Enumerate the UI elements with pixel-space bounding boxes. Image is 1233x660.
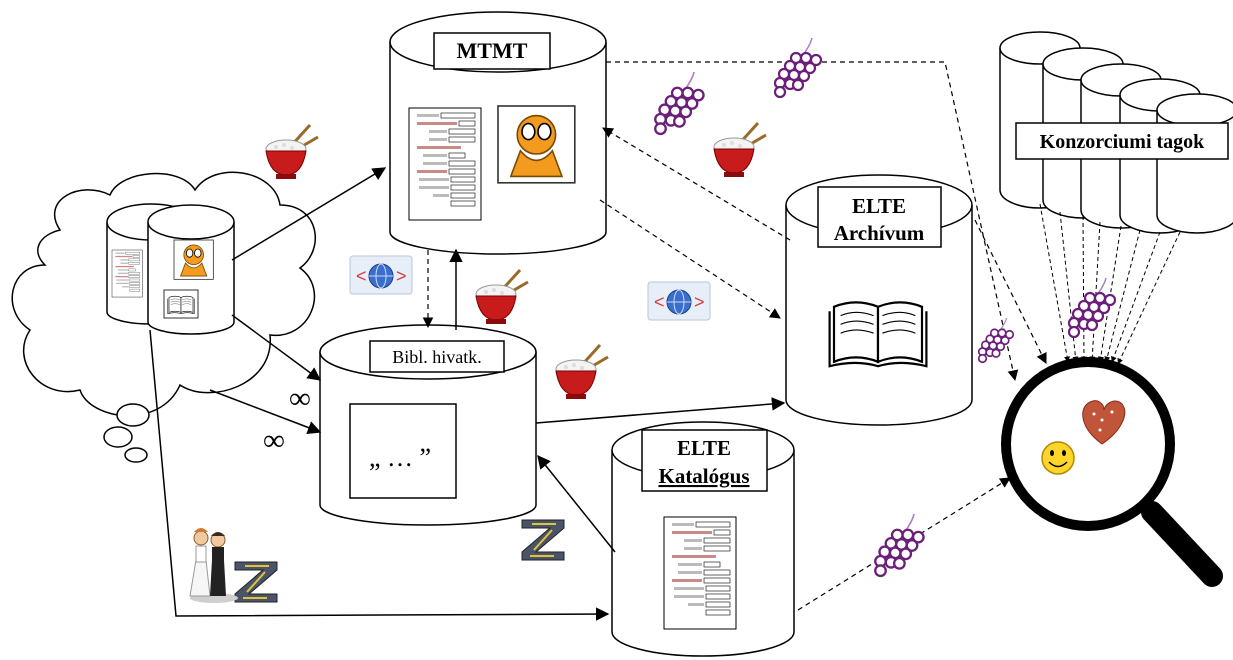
rice-bowl-icon bbox=[474, 268, 530, 326]
book-icon bbox=[163, 289, 199, 319]
rice-bowl-icon bbox=[264, 123, 320, 181]
smiley-icon bbox=[1041, 441, 1075, 475]
grapes-icon bbox=[977, 317, 1015, 364]
rice-bowl-icon bbox=[554, 343, 610, 401]
katalogus-label-line2: Katalógus bbox=[658, 464, 749, 488]
archivum-label-line1: ELTE bbox=[852, 194, 906, 218]
infinity-symbol: ∞ bbox=[263, 424, 284, 457]
globe-xml-icon bbox=[647, 281, 711, 321]
grapes-icon bbox=[773, 36, 823, 99]
garfield-icon bbox=[173, 239, 214, 280]
rice-bowl-icon bbox=[712, 121, 768, 179]
globe-xml-icon bbox=[349, 255, 413, 295]
magnifier-icon bbox=[1001, 357, 1223, 587]
form-document-icon bbox=[111, 249, 143, 298]
grapes-icon bbox=[1067, 276, 1117, 339]
grapes-icon bbox=[874, 512, 925, 578]
wedding-couple-icon bbox=[189, 528, 238, 603]
bibl-label: Bibl. hivatk. bbox=[392, 347, 482, 367]
konzorcium-arrows bbox=[1039, 203, 1181, 365]
form-document-icon bbox=[408, 107, 482, 221]
quote-box bbox=[349, 403, 457, 499]
form-document-icon bbox=[663, 516, 737, 630]
konzorcium-label: Konzorciumi tagok bbox=[1040, 131, 1206, 153]
quote-text: „ … ” bbox=[369, 443, 431, 472]
book-icon bbox=[828, 301, 928, 368]
mtmt-label: MTMT bbox=[457, 38, 528, 63]
grapes-icon bbox=[654, 70, 705, 136]
solid-arrows bbox=[149, 167, 786, 621]
infinity-symbol: ∞ bbox=[289, 382, 310, 415]
garfield-icon bbox=[497, 105, 576, 184]
archivum-label-line2: Archívum bbox=[834, 221, 925, 245]
dashed-arrows bbox=[422, 61, 1047, 611]
heart-icon bbox=[1082, 400, 1126, 445]
z-logo-icon bbox=[521, 519, 565, 561]
z-logo-icon bbox=[234, 561, 278, 603]
katalogus-label-line1: ELTE bbox=[677, 436, 731, 460]
